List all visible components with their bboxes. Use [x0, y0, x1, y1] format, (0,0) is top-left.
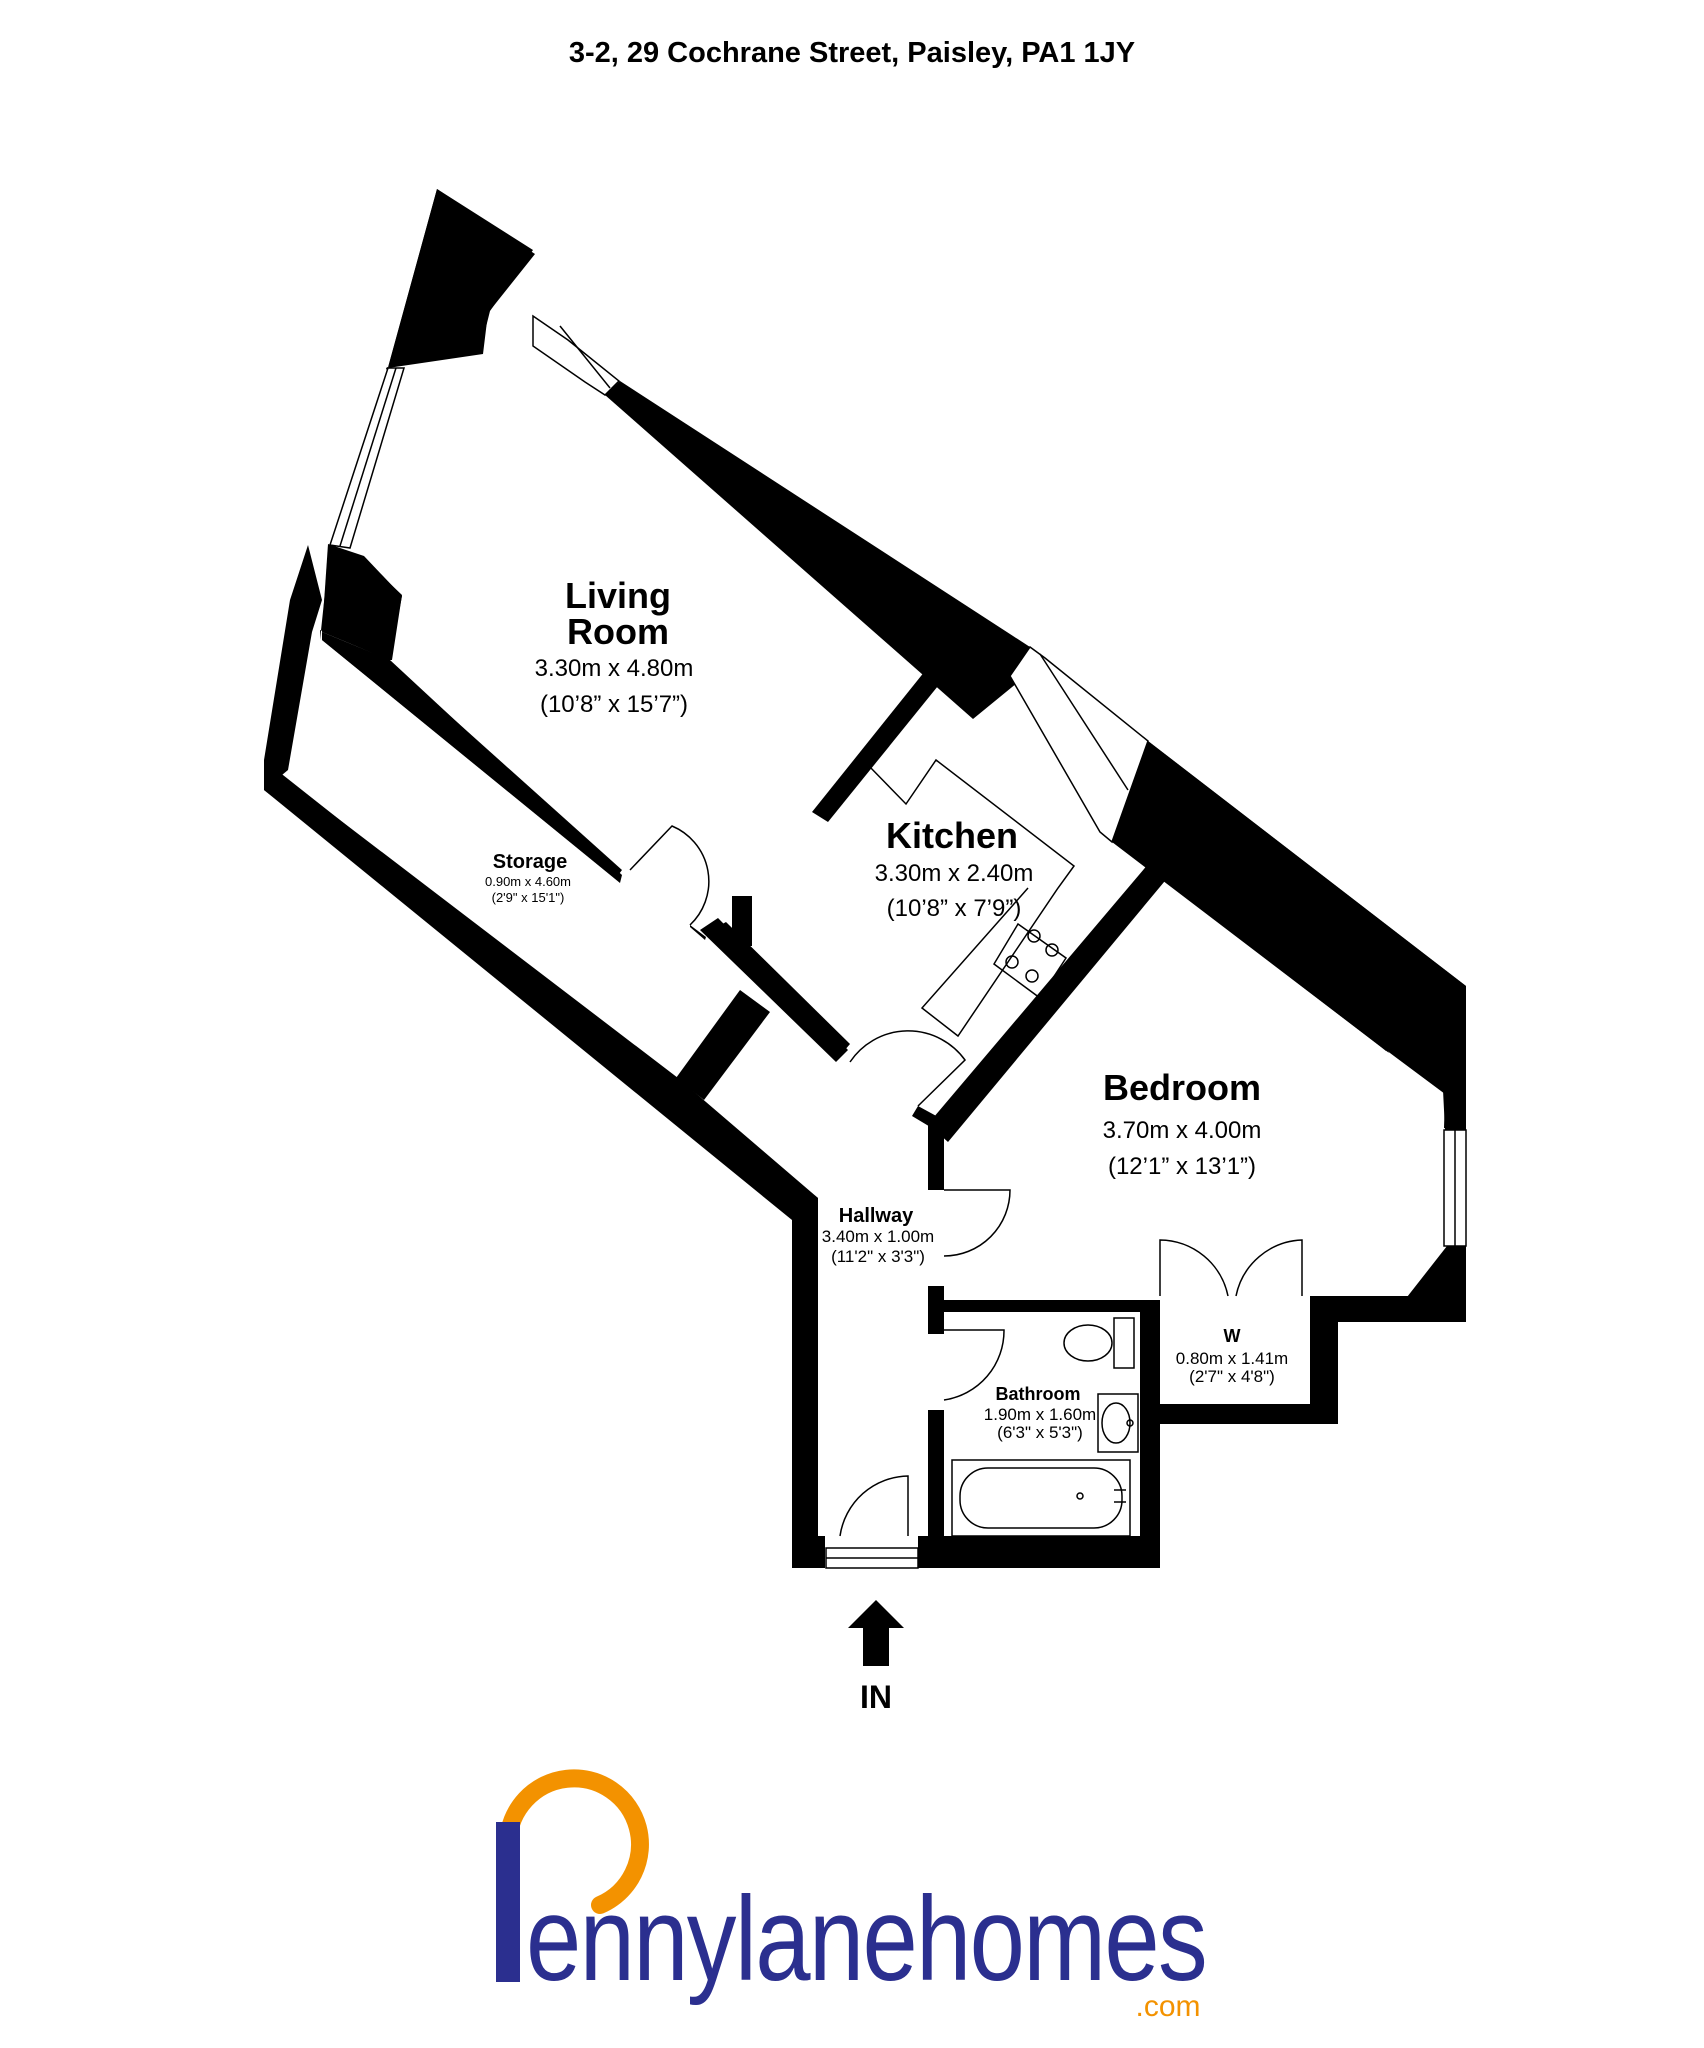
bedroom-metric: 3.70m x 4.00m: [1103, 1117, 1262, 1144]
toilet-bowl: [1063, 1324, 1113, 1362]
wall-living-left-corner-2: [322, 544, 402, 660]
logo-text: ennylanehomes: [526, 1872, 1206, 2006]
wall-hallway-right-1: [928, 1124, 944, 1190]
hallway-name: Hallway: [839, 1205, 914, 1227]
wall-bathroom-bottom: [918, 1536, 1160, 1568]
windows: [329, 314, 1467, 1247]
bathroom-metric: 1.90m x 1.60m: [984, 1405, 1096, 1424]
wall-storage-lower: [676, 990, 770, 1100]
wall-kitchen-left-2: [708, 922, 850, 1058]
wall-living-kitchen: [812, 671, 942, 822]
logo-swoosh: [499, 1769, 649, 1949]
wall-storage-left: [264, 545, 322, 790]
kitchen-metric: 3.30m x 2.40m: [875, 860, 1034, 887]
room-labels: Living Room 3.30m x 4.80m (10’8” x 15’7”…: [485, 575, 1288, 1442]
wall-living-storage-2: [322, 634, 622, 878]
wall-hallway-left: [792, 1198, 818, 1568]
bathroom-name: Bathroom: [996, 1384, 1081, 1404]
door-bathroom: [943, 1329, 1005, 1401]
window-kitchen: [1009, 645, 1149, 844]
logo-suffix: .com: [1135, 1990, 1200, 2023]
living-room-metric: 3.30m x 4.80m: [535, 655, 694, 682]
kitchen-name: Kitchen: [886, 815, 1018, 856]
wardrobe-name: W: [1224, 1326, 1241, 1346]
kitchen-worktop: [867, 758, 1076, 1038]
logo-p-stem: [496, 1822, 520, 1982]
wall-bathroom-top: [928, 1300, 1160, 1312]
bathroom-imperial: (6'3" x 5'3"): [997, 1423, 1083, 1442]
kitchen-hob: [993, 922, 1068, 1000]
doors: [629, 825, 1303, 1569]
entrance-marker: IN: [848, 1600, 904, 1715]
door-storage: [629, 825, 710, 926]
arrow-up-icon: [848, 1600, 904, 1666]
window-living-top: [532, 314, 621, 396]
wall-bedroom-upper-fill: [1112, 741, 1466, 1130]
wall-wardrobe-step: [1310, 1296, 1338, 1424]
wall-storage-door-stub: [690, 925, 706, 940]
door-bedroom: [943, 1189, 1011, 1257]
hallway-metric: 3.40m x 1.00m: [822, 1227, 934, 1246]
wall-wardrobe-bottom: [1140, 1404, 1338, 1568]
wall-kitchen-hall-stub: [912, 1106, 940, 1128]
wall-top-left-corner-body: [388, 189, 535, 368]
wall-hallway-right-3: [928, 1410, 944, 1568]
sink: [1097, 1393, 1139, 1453]
toilet-cistern: [1113, 1317, 1135, 1369]
door-entrance: [839, 1475, 909, 1537]
wall-wardrobe-left: [1140, 1306, 1160, 1404]
bedroom-name: Bedroom: [1103, 1067, 1261, 1108]
storage-imperial: (2'9" x 15'1"): [492, 890, 565, 905]
wall-kitchen-stub: [732, 896, 752, 946]
wardrobe-metric: 0.80m x 1.41m: [1176, 1349, 1288, 1368]
kitchen-imperial: (10’8” x 7’9”): [887, 895, 1022, 922]
living-room-name-1: Living: [565, 575, 671, 616]
living-room-name-2: Room: [567, 611, 669, 652]
storage-name: Storage: [493, 851, 567, 873]
bath: [951, 1459, 1131, 1537]
wall-kitchen-bedroom: [928, 856, 1174, 1142]
storage-metric: 0.90m x 4.60m: [485, 874, 571, 889]
wall-living-upper: [605, 381, 1045, 719]
wall-storage-outer-2: [264, 762, 818, 1222]
living-room-imperial: (10’8” x 15’7”): [540, 691, 688, 718]
entrance-label: IN: [860, 1679, 892, 1715]
door-wardrobe-left: [1159, 1239, 1229, 1297]
walls: [264, 189, 1466, 1568]
hallway-imperial: (11'2" x 3'3"): [831, 1247, 925, 1266]
company-logo: ennylanehomes .com: [496, 1769, 1208, 2023]
fixtures: [867, 758, 1139, 1537]
bedroom-imperial: (12’1” x 13’1”): [1108, 1153, 1256, 1180]
door-kitchen: [849, 1030, 966, 1107]
address-title: 3-2, 29 Cochrane Street, Paisley, PA1 1J…: [569, 37, 1135, 69]
door-wardrobe-right: [1235, 1239, 1303, 1297]
wardrobe-imperial: (2'7" x 4'8"): [1189, 1367, 1275, 1386]
